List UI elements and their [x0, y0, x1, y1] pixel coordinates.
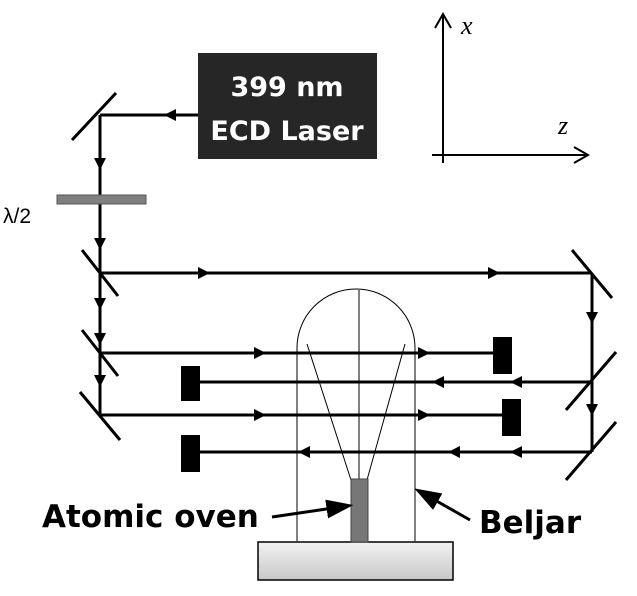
oven-pointer-arrow — [271, 499, 354, 519]
arrow-top-2 — [488, 267, 500, 279]
arrow-top-1 — [198, 267, 210, 279]
arrow-row-2b — [432, 376, 444, 388]
laser-wavelength-label: 399 nm — [230, 72, 343, 103]
arrow-row-2a — [510, 376, 522, 388]
x-axis-arrowhead — [434, 11, 452, 29]
beljar — [296, 288, 416, 541]
arrow-row-4a — [510, 446, 522, 458]
laser-name-label: ECD Laser — [210, 116, 364, 147]
beljar-wire-right — [366, 343, 406, 481]
waveplate-label: λ/2 — [3, 205, 31, 228]
label-pointers — [271, 488, 471, 522]
arrow-down-5 — [94, 375, 106, 387]
beam-block-2 — [181, 366, 200, 401]
z-axis-arrowhead — [573, 146, 591, 164]
laser-beams — [98, 113, 594, 454]
beam-block-3 — [502, 399, 521, 436]
arrow-row-4b — [448, 446, 460, 458]
mirror-right-3 — [564, 421, 618, 481]
mirror-right-2 — [564, 351, 618, 411]
arrow-down-3 — [94, 298, 106, 310]
arrow-laser-out — [164, 109, 176, 121]
beam-block-1 — [493, 337, 512, 374]
beam-block-4 — [181, 435, 200, 472]
arrow-right-down-2 — [586, 404, 598, 416]
arrow-down-1 — [94, 158, 106, 170]
arrow-row-3a — [254, 409, 266, 421]
arrow-right-down-1 — [586, 312, 598, 324]
arrow-down-2 — [94, 238, 106, 250]
arrow-row-3b — [418, 409, 430, 421]
z-axis-label: z — [557, 111, 568, 140]
coordinate-axes: x z — [432, 11, 591, 164]
laser-box-body — [198, 53, 377, 159]
beam-blocks — [181, 337, 521, 472]
arrow-row-1a — [254, 347, 266, 359]
mirror-input — [70, 91, 118, 142]
mirrors — [70, 91, 618, 481]
mirror-left-3 — [78, 391, 122, 441]
atomic-oven — [350, 478, 369, 543]
beljar-label: Beljar — [479, 505, 582, 541]
beljar-outline — [296, 288, 416, 541]
base-platform — [257, 541, 454, 581]
beljar-wire-left — [306, 343, 352, 481]
mirror-right-1 — [570, 249, 614, 299]
beam-direction-arrows — [94, 109, 598, 458]
mirror-left-2 — [80, 329, 120, 377]
x-axis-label: x — [460, 11, 473, 40]
atomic-oven-label: Atomic oven — [42, 499, 259, 535]
beljar-pointer-arrow — [414, 488, 471, 522]
waveplate-body — [56, 194, 147, 205]
arrow-row-1b — [418, 347, 430, 359]
arrow-down-4 — [94, 333, 106, 345]
arrow-row-4c — [298, 446, 310, 458]
laser-box: 399 nm ECD Laser — [198, 53, 377, 159]
half-wave-plate: λ/2 — [3, 194, 147, 228]
mirror-left-1 — [80, 249, 120, 297]
